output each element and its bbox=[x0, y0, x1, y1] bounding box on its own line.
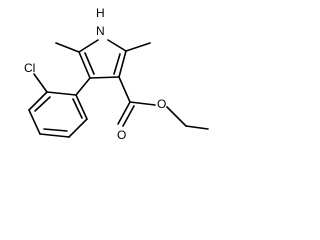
bond-o-ethyl-ch2 bbox=[166, 106, 187, 127]
bond-aryl-1-2 bbox=[46, 91, 77, 96]
bond-n-c2 bbox=[78, 39, 99, 53]
bond-aryl-5-6 bbox=[68, 118, 88, 138]
bond-aryl-inner-2 bbox=[43, 128, 68, 132]
atom-label-cl: Cl bbox=[24, 61, 35, 75]
molecule-structure-diagram: H N Cl O O bbox=[0, 0, 220, 149]
bond-aryl-3-4 bbox=[28, 109, 41, 135]
bond-c3-c4 bbox=[89, 76, 120, 79]
bond-aryl-6-1 bbox=[75, 94, 88, 120]
bond-aryl-cl bbox=[33, 73, 48, 93]
bond-ethyl-ch2-ch3 bbox=[185, 125, 209, 130]
bond-c4-carbonyl-carbon bbox=[118, 76, 131, 103]
bond-c3-aryl bbox=[75, 77, 91, 96]
bond-c4-c5 bbox=[118, 50, 127, 78]
bond-c5-methyl bbox=[125, 42, 151, 52]
bond-carbonyl-double-1 bbox=[117, 101, 131, 125]
bond-aryl-inner-1 bbox=[34, 96, 51, 112]
bond-c2-methyl bbox=[55, 42, 80, 53]
bond-c2-c3-double bbox=[84, 52, 95, 75]
bond-aryl-4-5 bbox=[39, 133, 70, 138]
bond-c2-c3 bbox=[78, 51, 91, 79]
atom-label-h: H bbox=[96, 6, 105, 20]
bond-carbonyl-double-2 bbox=[122, 105, 135, 127]
bond-aryl-2-3 bbox=[28, 91, 48, 111]
bond-n-c5 bbox=[107, 39, 127, 52]
bond-carbon-o-ester bbox=[129, 101, 156, 106]
bond-aryl-inner-3 bbox=[72, 98, 83, 119]
atom-label-o-carbonyl: O bbox=[117, 128, 126, 142]
atom-label-o-ester: O bbox=[157, 97, 166, 111]
atom-label-n: N bbox=[96, 24, 105, 38]
molecule-drawing: H N Cl O O bbox=[24, 6, 209, 142]
bond-c4-c5-double bbox=[113, 53, 121, 75]
